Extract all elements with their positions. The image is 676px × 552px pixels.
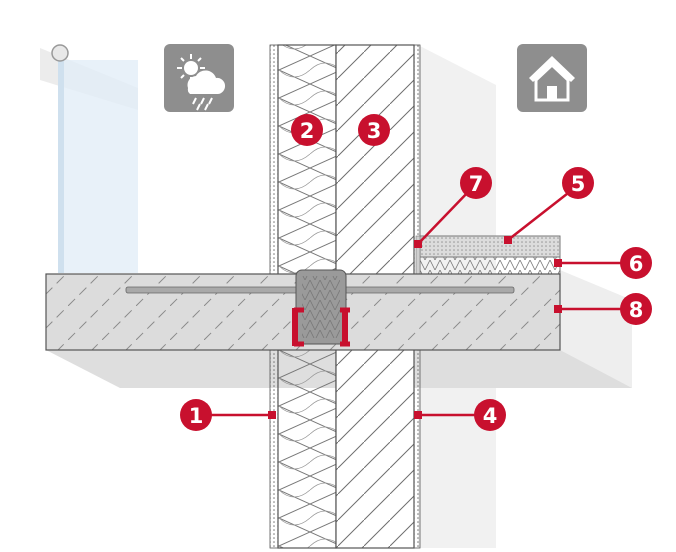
window-frame — [40, 44, 138, 273]
floor-buildup — [415, 235, 561, 275]
callout-3: 3 — [358, 114, 390, 146]
callout-2-label: 2 — [300, 119, 315, 143]
weather-sun-cloud-rain-icon — [164, 44, 234, 112]
callout-6: 6 — [620, 247, 652, 279]
callout-5-label: 5 — [571, 172, 586, 196]
house-icon — [517, 44, 587, 112]
callout-7: 7 — [460, 167, 492, 199]
callout-4: 4 — [474, 399, 506, 431]
callout-1: 1 — [180, 399, 212, 431]
callout-2: 2 — [291, 114, 323, 146]
callout-3-label: 3 — [367, 119, 382, 143]
callout-6-label: 6 — [629, 252, 644, 276]
leader-lines — [208, 189, 624, 417]
callout-4-label: 4 — [483, 404, 498, 428]
thermal-break-element — [292, 269, 350, 347]
callout-8-label: 8 — [629, 298, 644, 322]
callout-8: 8 — [620, 293, 652, 325]
callout-7-label: 7 — [469, 172, 484, 196]
leader-endpoints — [268, 236, 562, 419]
callout-5: 5 — [562, 167, 594, 199]
callout-1-label: 1 — [189, 404, 204, 428]
